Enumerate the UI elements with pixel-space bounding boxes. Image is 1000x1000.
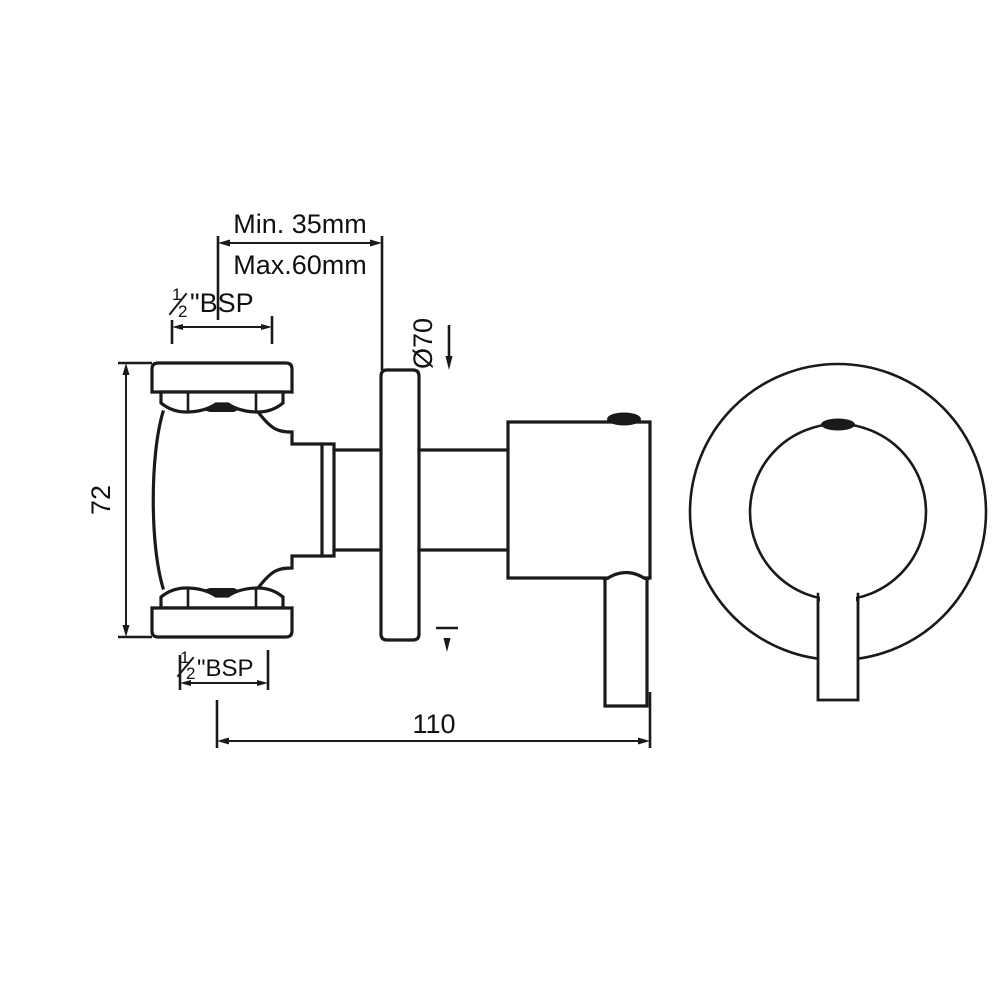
- dimension-inlet-top: 1 2 "BSP: [168, 285, 274, 344]
- bsp-bottom-denominator: 2: [186, 664, 195, 683]
- mixer-body-block: [506, 412, 652, 583]
- bottom-nut-hex-body: [159, 586, 285, 610]
- bottom-hex-nut: [150, 586, 294, 639]
- bsp-bottom-numerator: 1: [180, 648, 189, 667]
- bottom-nut-flange: [150, 606, 294, 639]
- stem-step-cylinder: [320, 442, 383, 558]
- top-hex-nut: [150, 361, 294, 414]
- lever-hub-joint-mask: [820, 585, 856, 615]
- escutcheon-plate: [379, 368, 421, 642]
- body-block-outline: [506, 420, 652, 580]
- lever-handle-side: [603, 578, 649, 708]
- height-arrow-top: [122, 363, 130, 375]
- bsp-top-label: "BSP: [190, 288, 254, 318]
- top-nut-hex-body: [159, 390, 285, 414]
- diameter-arrow: [445, 356, 453, 370]
- dimension-inlet-bottom: 1 2 "BSP: [176, 648, 270, 690]
- front-view-group: [688, 362, 988, 702]
- bsp-bottom-fraction-slash: [176, 656, 195, 678]
- max-depth-label: Max.60mm: [233, 250, 367, 280]
- bsp-bottom-arrow-left: [180, 680, 191, 686]
- bsp-top-numerator: 1: [172, 285, 181, 304]
- overall-length-label: 110: [412, 709, 455, 739]
- length-arrow-left: [217, 737, 229, 745]
- bsp-top-fraction-slash: [168, 292, 188, 316]
- plate-diameter-label: Ø70: [408, 318, 438, 369]
- escutcheon-thickness-ticks: [436, 626, 458, 652]
- shaft-to-body: [417, 448, 510, 552]
- dimension-body-height: 72: [86, 361, 152, 639]
- top-nut-flange: [150, 361, 294, 394]
- grub-screw-front-icon: [821, 418, 855, 431]
- height-arrow-bottom: [122, 625, 130, 637]
- bsp-top-arrow-left: [172, 324, 183, 330]
- dimension-overall-length: 110: [215, 692, 652, 748]
- bsp-top-fraction: 1 2: [168, 285, 188, 321]
- handle-hub-circle: [748, 422, 928, 602]
- bsp-bottom-arrow-right: [257, 680, 268, 686]
- depth-arrow-left: [218, 239, 230, 247]
- min-depth-label: Min. 35mm: [233, 209, 367, 239]
- plate-tick-arrow-bottom: [443, 638, 451, 652]
- length-arrow-right: [638, 737, 650, 745]
- valve-body-left-curve: [151, 410, 165, 590]
- dimension-plate-diameter: Ø70: [408, 318, 453, 370]
- body-height-label: 72: [86, 485, 116, 515]
- side-view-group: [150, 361, 652, 708]
- bsp-bottom-fraction: 1 2: [176, 648, 195, 683]
- bsp-top-arrow-right: [261, 324, 272, 330]
- lever-root-arc: [602, 570, 650, 583]
- bsp-bottom-label: "BSP: [197, 655, 254, 682]
- valve-body-right-profile: [255, 409, 324, 591]
- dimension-wall-depth: Min. 35mm Max.60mm: [216, 209, 384, 370]
- bsp-top-denominator: 2: [178, 302, 187, 321]
- grub-screw-icon: [607, 412, 641, 426]
- depth-arrow-right: [370, 239, 382, 247]
- stem-collar: [320, 442, 336, 558]
